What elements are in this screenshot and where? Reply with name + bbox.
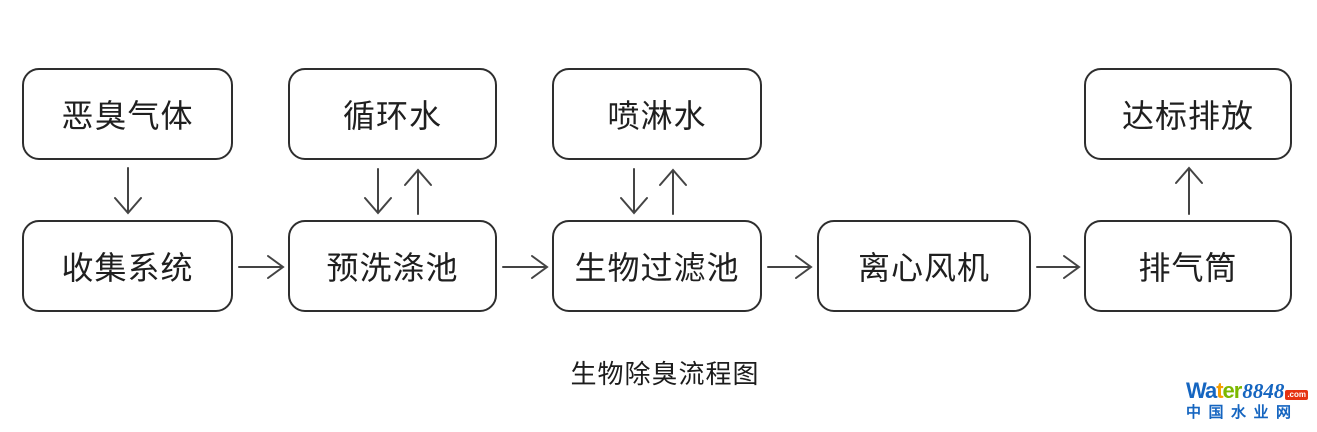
logo-subtitle-china-water: 中国水业网 [1186,404,1299,421]
node-collection-system: 收集系统 [22,220,233,312]
logo-text-wa: Wa [1186,378,1217,403]
arrow-circulating-up [404,168,432,215]
arrow-biofilter-to-fan [767,255,813,279]
logo-text-t: t [1216,378,1223,403]
node-spray-water: 喷淋水 [552,68,762,160]
node-exhaust-stack: 排气筒 [1084,220,1292,312]
diagram-caption: 生物除臭流程图 [570,359,760,389]
arrow-prewash-to-biofilter [502,255,549,279]
node-centrifugal-fan: 离心风机 [817,220,1031,312]
node-spray-water-label: 喷淋水 [607,98,707,134]
node-bio-filter-tank-label: 生物过滤池 [574,250,740,286]
node-odor-gas: 恶臭气体 [22,68,233,160]
node-standard-discharge: 达标排放 [1084,68,1292,160]
node-collection-system-label: 收集系统 [61,250,194,286]
logo-text-8848: 8848 [1242,379,1285,403]
node-bio-filter-tank: 生物过滤池 [552,220,762,312]
node-circulating-water-label: 循环水 [342,98,442,134]
node-odor-gas-label: 恶臭气体 [61,98,194,134]
node-pre-wash-tank-label: 预洗涤池 [326,250,459,286]
arrow-circulating-down [364,168,392,215]
logo-text-er: er [1222,378,1243,403]
arrow-odor-to-collection [114,167,142,215]
arrow-spray-down [620,168,648,215]
arrow-spray-up [659,168,687,215]
node-standard-discharge-label: 达标排放 [1121,98,1254,134]
node-pre-wash-tank: 预洗涤池 [288,220,497,312]
node-centrifugal-fan-label: 离心风机 [857,250,990,286]
node-exhaust-stack-label: 排气筒 [1138,250,1238,286]
arrow-stack-to-discharge [1175,166,1203,215]
arrow-fan-to-stack [1036,255,1081,279]
arrow-collection-to-prewash [238,255,285,279]
node-circulating-water: 循环水 [288,68,497,160]
logo-com-badge: .com [1285,390,1308,400]
